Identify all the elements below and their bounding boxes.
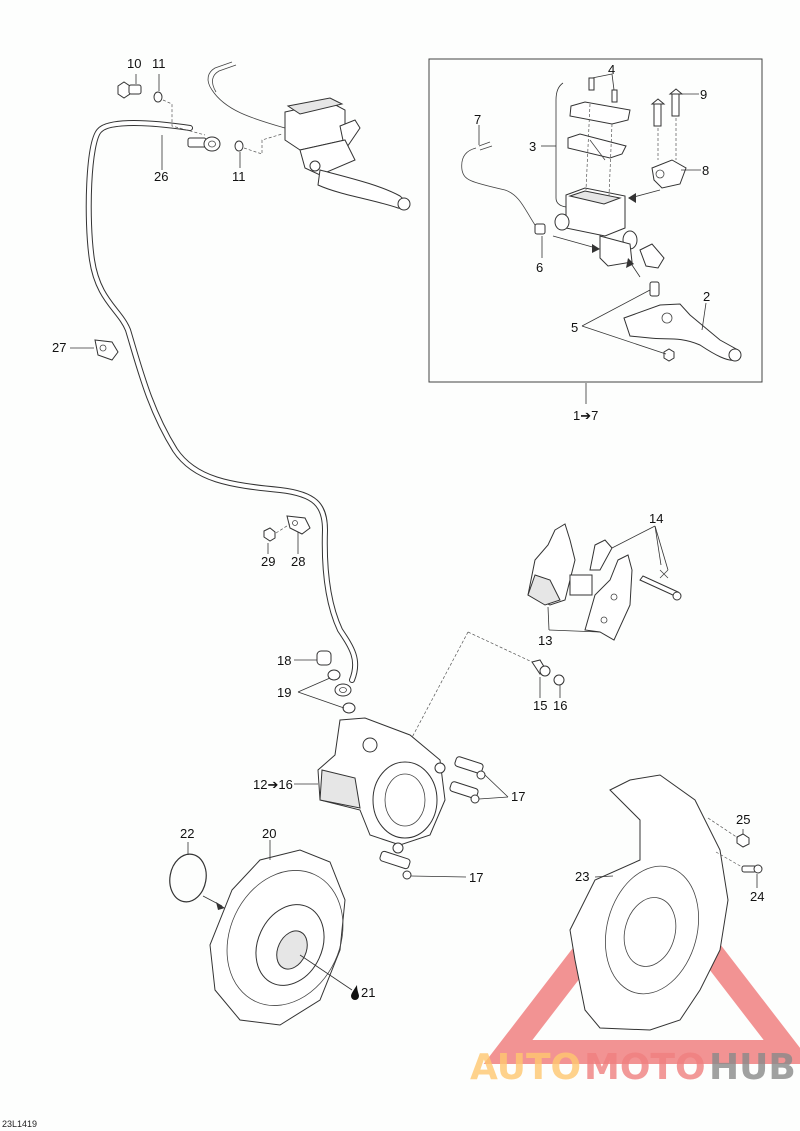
brake-pads [527, 523, 682, 641]
callout-11-upper: 11 [152, 56, 166, 71]
brake-disc [209, 849, 346, 1026]
caliper-bolts-17 [379, 756, 486, 880]
callout-28: 28 [291, 554, 305, 569]
banjo-bolt-10 [117, 81, 142, 99]
callout-18: 18 [277, 653, 291, 668]
callout-1-7: 1➔7 [573, 408, 598, 423]
callout-29: 29 [261, 554, 275, 569]
callout-8: 8 [702, 163, 709, 178]
callout-labels: 10 11 11 26 27 29 28 1➔7 4 9 3 7 8 6 2 5… [2, 56, 764, 1129]
clamp-27 [94, 339, 119, 361]
callout-12-16: 12➔16 [253, 777, 293, 792]
callout-27: 27 [52, 340, 66, 355]
nut-29 [263, 527, 276, 542]
brake-caliper [317, 717, 446, 854]
leader-lines [70, 73, 758, 888]
callout-2: 2 [703, 289, 710, 304]
nut-25 [736, 833, 750, 848]
callout-14: 14 [649, 511, 663, 526]
callout-9: 9 [700, 87, 707, 102]
callout-4: 4 [608, 62, 615, 77]
callout-21: 21 [361, 985, 375, 1000]
bleeder-screw-15 [531, 659, 551, 677]
callout-3: 3 [529, 139, 536, 154]
watermark-text: AUTO MOTO HUB [470, 1047, 796, 1088]
washer-19-upper [327, 669, 341, 681]
clamp-28 [286, 515, 311, 535]
callout-24: 24 [750, 889, 764, 904]
watermark-hub: HUB [709, 1047, 796, 1088]
callout-22: 22 [180, 826, 194, 841]
callout-16: 16 [553, 698, 567, 713]
o-ring-22 [169, 853, 207, 903]
plug-18 [316, 650, 332, 666]
callout-6: 6 [536, 260, 543, 275]
washer-11-upper [153, 91, 163, 103]
drawing-code: 23L1419 [2, 1119, 37, 1129]
callout-13: 13 [538, 633, 552, 648]
watermark-auto: AUTO [470, 1047, 581, 1088]
detail-box-master-cylinder [428, 58, 763, 383]
callout-23: 23 [575, 869, 589, 884]
bolt-24 [741, 864, 763, 874]
callout-7: 7 [474, 112, 481, 127]
drop-icon [351, 985, 359, 1000]
callout-20: 20 [262, 826, 276, 841]
callout-17-upper: 17 [511, 789, 525, 804]
callout-5: 5 [571, 320, 578, 335]
master-cylinder-installed [207, 61, 411, 211]
disc-guard [569, 774, 729, 1031]
callout-15: 15 [533, 698, 547, 713]
callout-10: 10 [127, 56, 141, 71]
master-cylinder-exploded [461, 77, 742, 362]
bleeder-cap-16 [553, 674, 565, 686]
callout-17-lower: 17 [469, 870, 483, 885]
washer-11-lower [234, 140, 244, 152]
callout-26: 26 [154, 169, 168, 184]
callout-25: 25 [736, 812, 750, 827]
callout-19: 19 [277, 685, 291, 700]
callout-11-lower: 11 [232, 169, 246, 184]
watermark-moto: MOTO [584, 1047, 706, 1088]
brake-hose [85, 120, 359, 697]
washer-19-lower [342, 702, 356, 714]
